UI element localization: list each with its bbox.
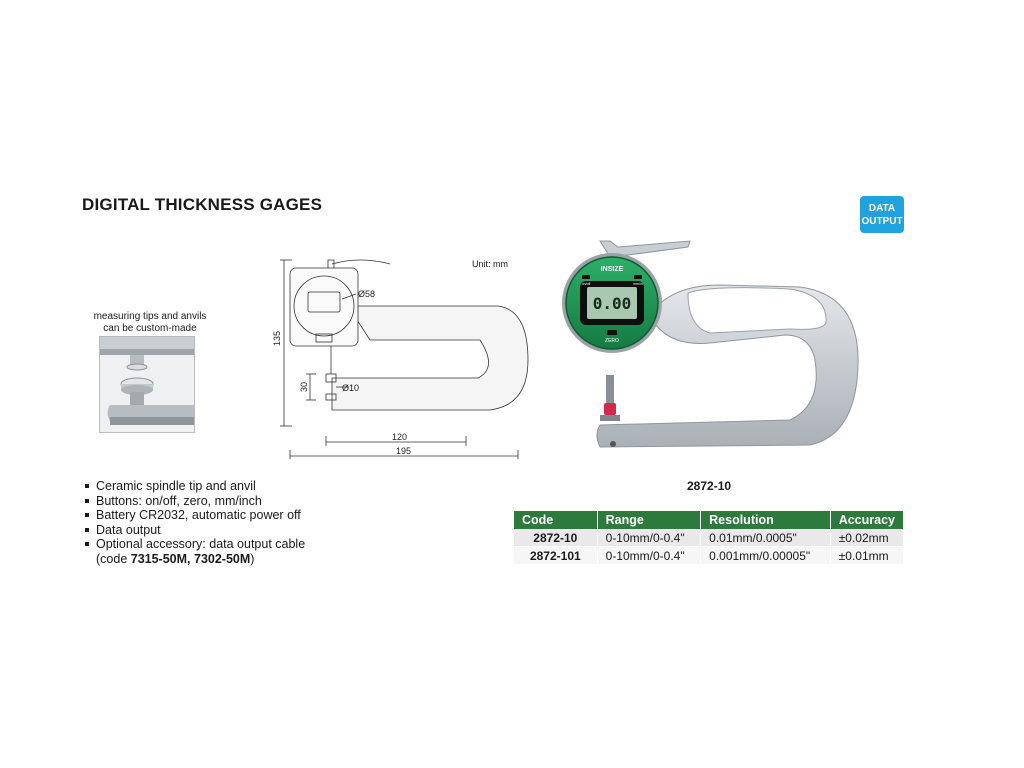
feature-item: Buttons: on/off, zero, mm/inch (84, 494, 305, 509)
header-resolution: Resolution (700, 511, 831, 529)
dim-height: 135 (272, 331, 282, 346)
accessory-code-prefix: (code (96, 551, 131, 566)
table-header-row: Code Range Resolution Accuracy (514, 511, 905, 529)
table-row: 2872-10 0-10mm/0-0.4" 0.01mm/0.0005" ±0.… (514, 529, 905, 547)
feature-item: Ceramic spindle tip and anvil (84, 479, 305, 494)
feature-item: Data output (84, 523, 305, 538)
cell-accuracy: ±0.02mm (830, 529, 905, 547)
badge-line-1: DATA (868, 202, 896, 214)
cell-code: 2872-101 (514, 546, 598, 565)
dim-throat-depth: 120 (392, 432, 407, 442)
header-code: Code (514, 511, 598, 529)
accessory-code-2: 7302-50M (194, 551, 251, 566)
dim-gap: 30 (299, 382, 309, 392)
header-accuracy: Accuracy (830, 511, 905, 529)
header-range: Range (597, 511, 702, 529)
lcd-readout: 0.00 (593, 294, 632, 313)
tips-caption-line-2: can be custom-made (103, 323, 197, 334)
badge-line-2: OUTPUT (861, 215, 903, 227)
page-title: DIGITAL THICKNESS GAGES (82, 195, 323, 214)
gauge-product-photo: 0.00 INSIZE on/off mm/in ZERO (560, 235, 865, 475)
cell-accuracy: ±0.01mm (830, 546, 905, 565)
accessory-text: Optional accessory: data output cable (96, 537, 306, 551)
dim-tip-diameter: Ø10 (342, 383, 359, 393)
feature-item-accessory: Optional accessory: data output cable (c… (84, 537, 305, 566)
cell-range: 0-10mm/0-0.4" (597, 529, 702, 547)
button-onoff-label: on/off (582, 282, 591, 286)
accessory-code-1: 7315-50M (130, 551, 188, 566)
accessory-code-suffix: ) (250, 551, 255, 566)
cell-range: 0-10mm/0-0.4" (597, 546, 702, 565)
brand-logo-text: INSIZE (601, 266, 624, 273)
dim-overall-length: 195 (396, 446, 411, 456)
feature-list: Ceramic spindle tip and anvil Buttons: o… (84, 479, 305, 566)
cell-resolution: 0.01mm/0.0005" (700, 529, 831, 547)
unit-label: Unit: mm (472, 259, 508, 269)
cell-resolution: 0.001mm/0.00005" (700, 546, 831, 565)
model-caption: 2872-10 (687, 479, 732, 493)
dim-dial-diameter: Ø58 (358, 289, 375, 299)
table-row: 2872-101 0-10mm/0-0.4" 0.001mm/0.00005" … (514, 546, 905, 565)
feature-item: Battery CR2032, automatic power off (84, 508, 305, 523)
dimension-drawing: Ø58 135 30 Ø10 120 195 (270, 250, 530, 460)
zero-button-label: ZERO (605, 338, 619, 344)
tips-caption-line-1: measuring tips and anvils (93, 311, 207, 322)
accessory-code-separator: , (187, 551, 194, 566)
button-mmin-label: mm/in (633, 282, 643, 286)
tips-anvil-photo (99, 336, 195, 433)
cell-code: 2872-10 (514, 529, 598, 547)
tips-caption: measuring tips and anvils can be custom-… (70, 311, 230, 335)
data-output-badge: DATA OUTPUT (860, 196, 904, 233)
spec-table: Code Range Resolution Accuracy 2872-10 0… (514, 511, 905, 565)
